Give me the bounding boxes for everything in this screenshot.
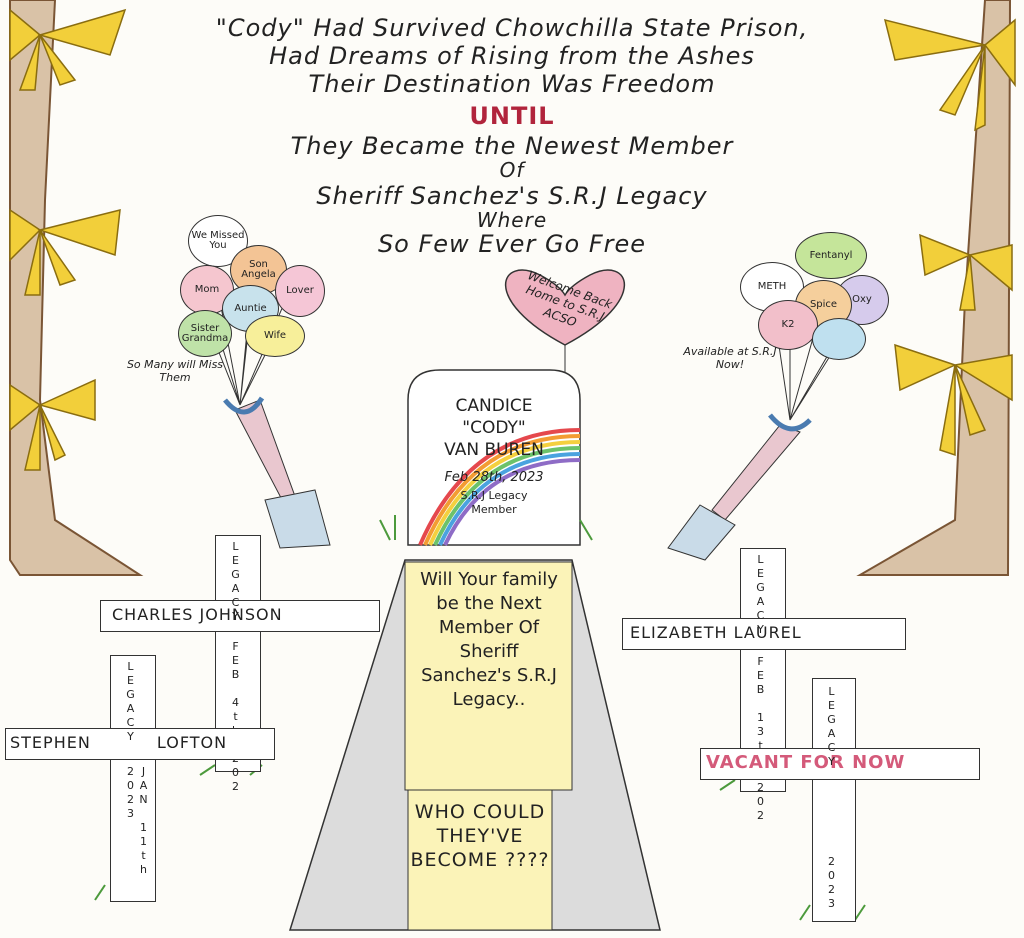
- cross-top: LEGACY: [229, 540, 242, 624]
- left-caption: So Many will Miss Them: [126, 358, 224, 385]
- rainbow-icon: [418, 428, 581, 546]
- yellow-ribbon-icon: [9, 208, 121, 296]
- headstone-surname: VAN BUREN: [444, 440, 544, 460]
- yellow-ribbon-icon: [919, 233, 1013, 311]
- cross-name: CHARLES JOHNSON: [112, 605, 283, 624]
- cross-name: VACANT FOR NOW: [706, 752, 906, 773]
- yellow-ribbon-icon: [9, 8, 127, 91]
- cross-top: LEGACY: [124, 660, 137, 744]
- headstone-legacy: S.R.J Legacy Member: [460, 489, 528, 516]
- cross-date: 2023: [825, 855, 838, 911]
- left-shovel-icon: [223, 396, 331, 549]
- title-line: Sheriff Sanchez's S.R.J Legacy: [316, 182, 708, 210]
- title-line: Their Destination Was Freedom: [308, 70, 716, 98]
- title-line: So Few Ever Go Free: [377, 230, 647, 258]
- title-line: "Cody" Had Survived Chowchilla State Pri…: [215, 14, 809, 42]
- balloon: Sister Grandma: [178, 310, 232, 357]
- left-tree-trunk: [9, 0, 144, 576]
- path-sign-lower-text: WHO COULD THEY'VE BECOME ????: [410, 801, 550, 871]
- title-until: UNTIL: [469, 102, 555, 130]
- path-sign-text: Will Your family be the Next Member Of S…: [420, 569, 558, 710]
- balloon: Lover: [275, 265, 325, 317]
- title-line: They Became the Newest Member: [290, 132, 734, 160]
- yellow-ribbon-icon: [9, 378, 96, 471]
- heart-balloon-icon: [504, 269, 626, 346]
- balloon: K2: [758, 300, 818, 350]
- balloon: Wife: [245, 315, 305, 357]
- yellow-ribbon-icon: [894, 343, 1013, 457]
- title-line: Where: [476, 208, 548, 232]
- title-line: Had Dreams of Rising from the Ashes: [269, 42, 755, 70]
- cross-name: ELIZABETH LAUREL: [630, 623, 802, 642]
- cross-date: FEB 4th 202: [229, 640, 242, 794]
- balloon: [812, 318, 866, 360]
- title-line: Of: [499, 158, 525, 182]
- headstone-nickname: "CODY": [462, 418, 526, 438]
- right-caption: Available at S.R.J Now!: [683, 345, 777, 372]
- yellow-ribbon-icon: [883, 18, 1016, 132]
- cross-date: FEB 13th 202: [754, 655, 767, 823]
- cross-top: LEGACY: [825, 685, 838, 769]
- headstone-text: CANDICE "CODY" VAN BUREN Feb 28th, 2023 …: [408, 395, 580, 517]
- cross-name: STEPHEN LOFTON: [10, 733, 228, 752]
- balloon: Fentanyl: [795, 232, 867, 279]
- headstone-name: CANDICE: [455, 396, 533, 416]
- cross-date: JAN 11th 2023: [124, 765, 150, 877]
- headstone-date: Feb 28th, 2023: [444, 470, 544, 485]
- cross-top: LEGACY: [754, 553, 767, 637]
- right-shovel-icon: [667, 413, 812, 561]
